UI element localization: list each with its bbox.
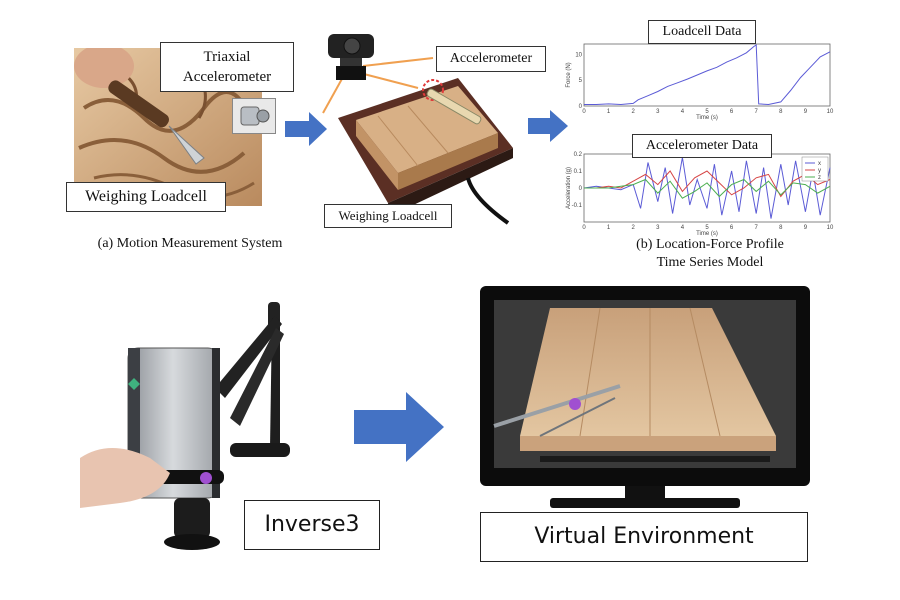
- caption-b-line1: (b) Location-Force Profile: [636, 237, 784, 252]
- loadcell-data-title-text: Loadcell Data: [662, 24, 742, 39]
- accelerometer-text: Accelerometer: [449, 51, 533, 66]
- weighing-loadcell-left-text: Weighing Loadcell: [85, 188, 207, 205]
- triaxial-accelerometer-line1: Triaxial: [203, 49, 251, 65]
- arrow-right-icon: [528, 110, 568, 142]
- triaxial-accelerometer-line2: Accelerometer: [182, 69, 272, 85]
- loadcell-data-title: Loadcell Data: [648, 20, 756, 44]
- weighing-loadcell-center-text: Weighing Loadcell: [338, 208, 438, 223]
- y-tick-label: -0.1: [572, 203, 583, 209]
- x-tick-label: 1: [607, 109, 611, 115]
- y-tick-label: 0: [579, 104, 583, 110]
- x-tick-label: 4: [681, 109, 685, 115]
- weighing-loadcell-label-center: Weighing Loadcell: [324, 204, 452, 228]
- triaxial-accelerometer-label: Triaxial Accelerometer: [160, 42, 294, 92]
- inverse3-label: Inverse3: [244, 500, 380, 550]
- x-tick-label: 6: [730, 225, 734, 231]
- x-tick-label: 0: [582, 109, 586, 115]
- series-line: [584, 178, 831, 199]
- arrow-right-icon: [354, 392, 444, 462]
- y-axis-label: Acceleration (g): [566, 167, 572, 209]
- x-tick-label: 8: [779, 225, 783, 231]
- y-axis-label: Force (N): [566, 62, 572, 87]
- x-axis-label: Time (s): [696, 115, 718, 121]
- x-tick-label: 2: [632, 225, 636, 231]
- x-tick-label: 9: [804, 225, 808, 231]
- x-tick-label: 4: [681, 225, 685, 231]
- monitor-art: [480, 286, 810, 508]
- accelerometer-sensor-art: [240, 106, 270, 126]
- y-tick-label: 0: [579, 186, 583, 192]
- accelerometer-data-title: Accelerometer Data: [632, 134, 772, 158]
- x-tick-label: 3: [656, 109, 660, 115]
- legend-label: y: [818, 168, 821, 174]
- series-line: [583, 157, 831, 219]
- x-tick-label: 6: [730, 109, 734, 115]
- caption-b-line2: Time Series Model: [656, 255, 764, 270]
- y-tick-label: 0.2: [574, 152, 583, 158]
- virtual-environment-label: Virtual Environment: [480, 512, 808, 562]
- plot-frame: [583, 43, 831, 107]
- x-tick-label: 9: [804, 109, 808, 115]
- arrow-right-icon: [285, 112, 327, 146]
- virtual-environment-text: Virtual Environment: [534, 524, 754, 549]
- accelerometer-data-title-text: Accelerometer Data: [645, 138, 759, 153]
- x-tick-label: 5: [705, 109, 709, 115]
- caption-a: (a) Motion Measurement System: [97, 236, 283, 251]
- inverse3-device-art: [80, 302, 290, 550]
- x-tick-label: 10: [827, 109, 834, 115]
- x-tick-label: 7: [755, 109, 759, 115]
- series-line: [584, 44, 831, 106]
- x-tick-label: 7: [755, 225, 759, 231]
- x-tick-label: 3: [656, 225, 660, 231]
- legend-label: x: [818, 161, 821, 167]
- x-tick-label: 0: [582, 225, 586, 231]
- x-tick-label: 1: [607, 225, 611, 231]
- y-tick-label: 10: [575, 52, 582, 58]
- x-tick-label: 8: [779, 109, 783, 115]
- y-tick-label: 5: [579, 78, 583, 84]
- x-tick-label: 2: [632, 109, 636, 115]
- x-tick-label: 5: [705, 225, 709, 231]
- inverse3-text: Inverse3: [264, 512, 360, 537]
- accelerometer-label: Accelerometer: [436, 46, 546, 72]
- x-tick-label: 10: [827, 225, 834, 231]
- weighing-loadcell-label-left: Weighing Loadcell: [66, 182, 226, 212]
- legend-label: z: [818, 175, 821, 181]
- y-tick-label: 0.1: [574, 169, 583, 175]
- measurement-setup-art: [322, 34, 513, 225]
- accelerometer-sensor-photo: [232, 98, 276, 134]
- caption-b: (b) Location-Force Profile Time Series M…: [600, 236, 820, 272]
- x-axis-label: Time (s): [696, 231, 718, 237]
